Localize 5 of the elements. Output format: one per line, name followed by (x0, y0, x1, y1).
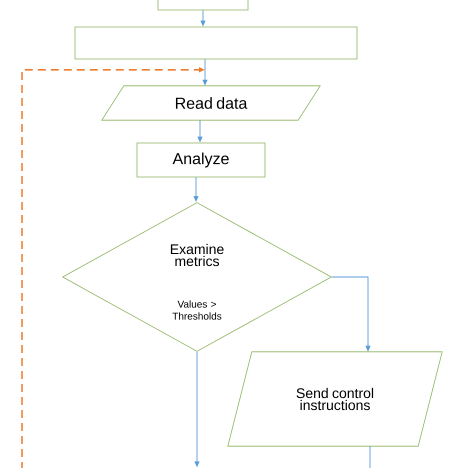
process-box (158, 0, 248, 10)
data-parallelogram: Send control instructions (227, 351, 443, 447)
process-box (74, 26, 358, 60)
process-box: Analyze (136, 142, 266, 178)
data-parallelogram: Read data (101, 85, 321, 121)
